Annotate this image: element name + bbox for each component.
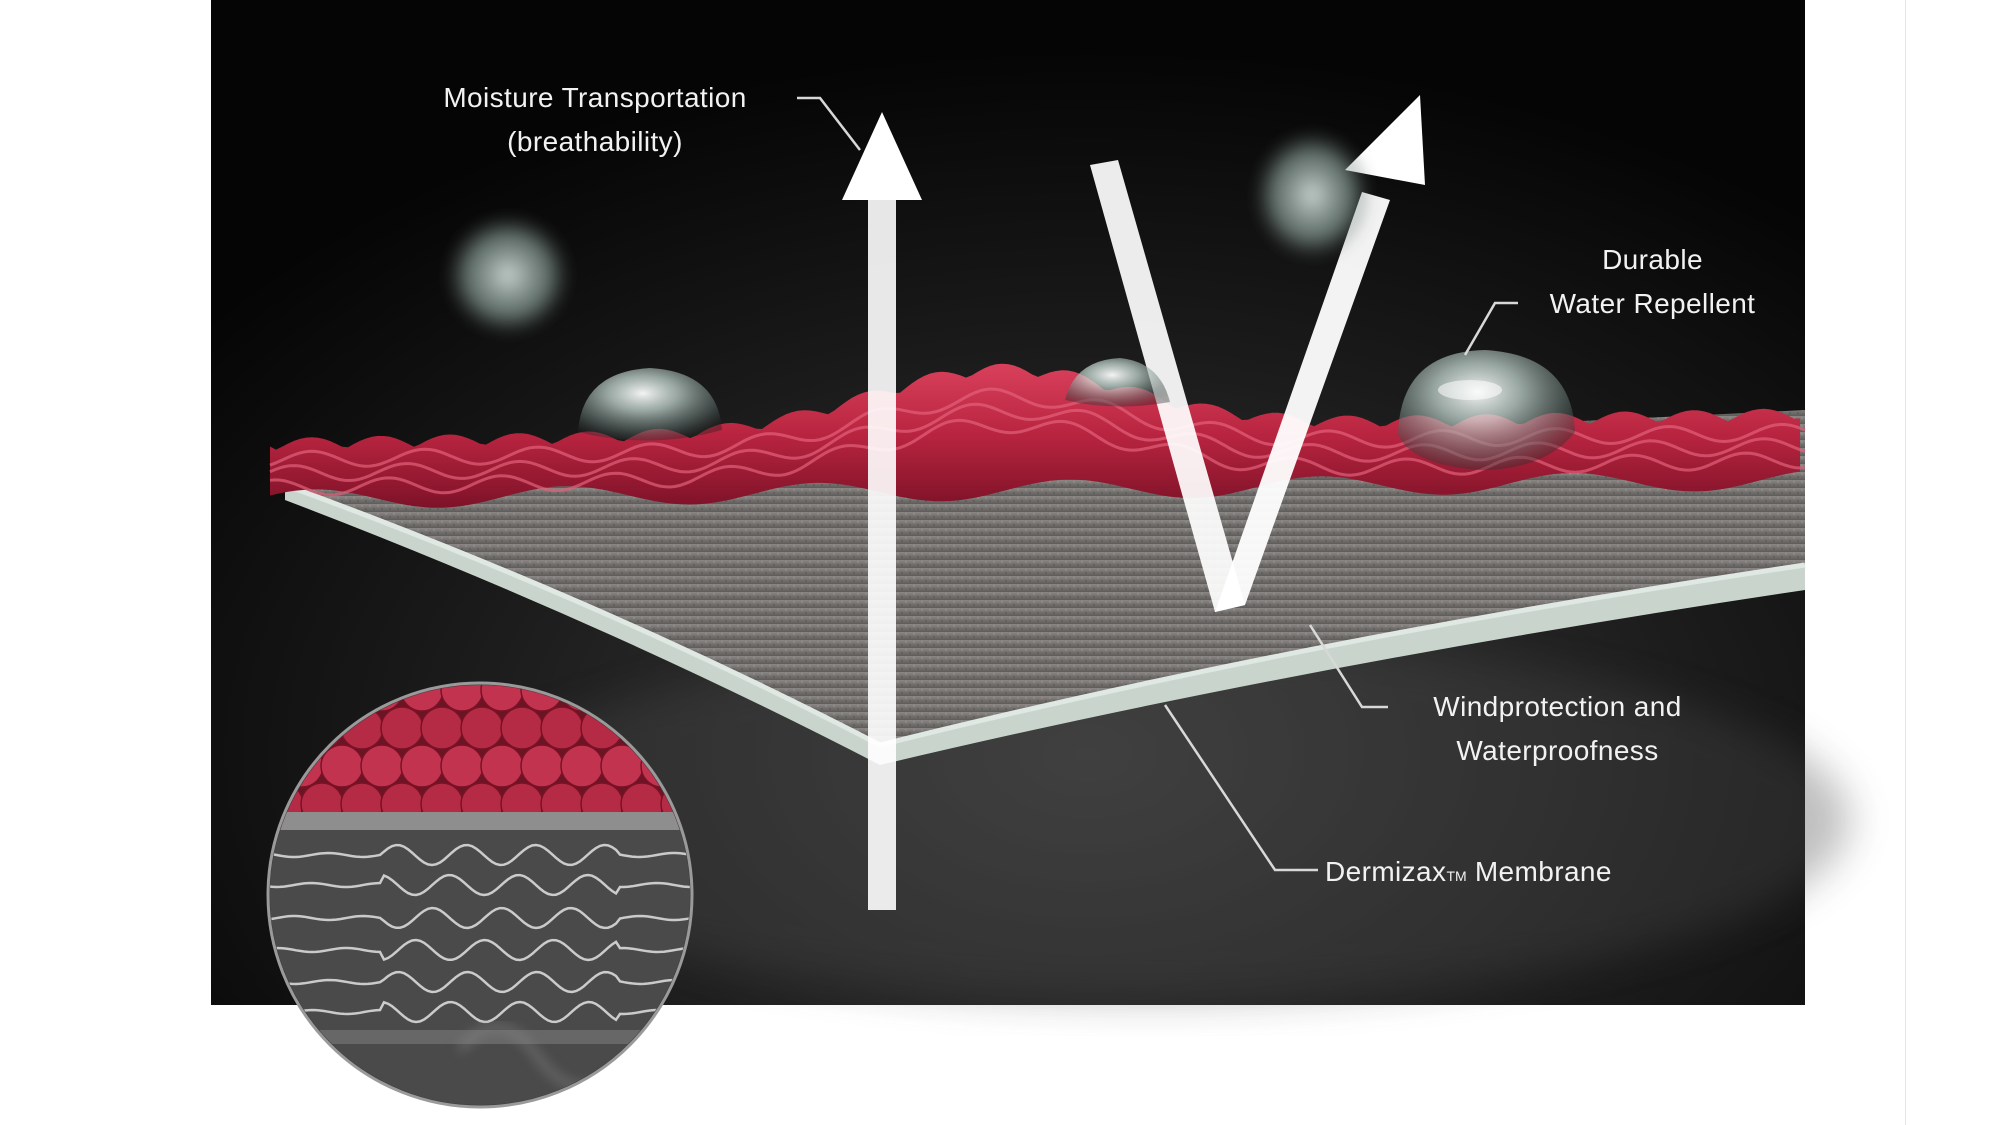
label-durable-water-repellent: Durable Water Repellent xyxy=(1525,238,1780,326)
label-windprotection: Windprotection and Waterproofness xyxy=(1395,685,1720,773)
membrane-layer-line xyxy=(270,970,690,994)
label-moisture-transportation: Moisture Transportation (breathability) xyxy=(400,76,790,164)
water-repellent-arrow xyxy=(1090,95,1425,612)
fiber-cross-section xyxy=(520,744,564,788)
label-moisture-line2: (breathability) xyxy=(507,126,683,157)
fiber-cross-section xyxy=(400,744,444,788)
page-edge-line xyxy=(1905,0,1906,1125)
fiber-cross-section xyxy=(560,744,604,788)
membrane-leader xyxy=(1163,704,1318,872)
fiber-cross-section xyxy=(540,706,584,750)
fiber-cross-section xyxy=(500,706,544,750)
label-dermizax-membrane: DermizaxTM Membrane xyxy=(1325,850,1705,898)
fiber-cross-section xyxy=(460,706,504,750)
label-membrane-suffix: Membrane xyxy=(1466,856,1612,887)
wind-leader xyxy=(1308,624,1388,709)
label-wind-line1: Windprotection and xyxy=(1433,691,1682,722)
moisture-leader xyxy=(797,96,861,151)
membrane-layer-line xyxy=(270,938,690,962)
leader-lines xyxy=(797,96,1518,872)
label-membrane-name: Dermizax xyxy=(1325,856,1447,887)
label-membrane-tm: TM xyxy=(1446,868,1467,884)
fiber-cross-section xyxy=(480,744,524,788)
moisture-arrow xyxy=(842,112,922,910)
label-moisture-line1: Moisture Transportation xyxy=(443,82,747,113)
label-dwr-line2: Water Repellent xyxy=(1549,288,1756,319)
membrane-layer-line xyxy=(270,873,690,897)
fiber-cross-section xyxy=(320,744,364,788)
fog xyxy=(450,640,1850,1000)
fiber-cross-section xyxy=(420,706,464,750)
membrane-layer-line xyxy=(270,906,690,930)
water-droplets xyxy=(446,131,1575,470)
fiber-cross-section xyxy=(440,744,484,788)
fiber-cross-section xyxy=(380,706,424,750)
label-dwr-line1: Durable xyxy=(1602,244,1703,275)
dwr-leader xyxy=(1463,301,1518,356)
label-wind-line2: Waterproofness xyxy=(1456,735,1659,766)
membrane-layer-line xyxy=(270,1000,690,1024)
fiber-cross-section xyxy=(360,744,404,788)
weave-thread xyxy=(269,418,1806,497)
membrane-layer-line xyxy=(270,843,690,867)
